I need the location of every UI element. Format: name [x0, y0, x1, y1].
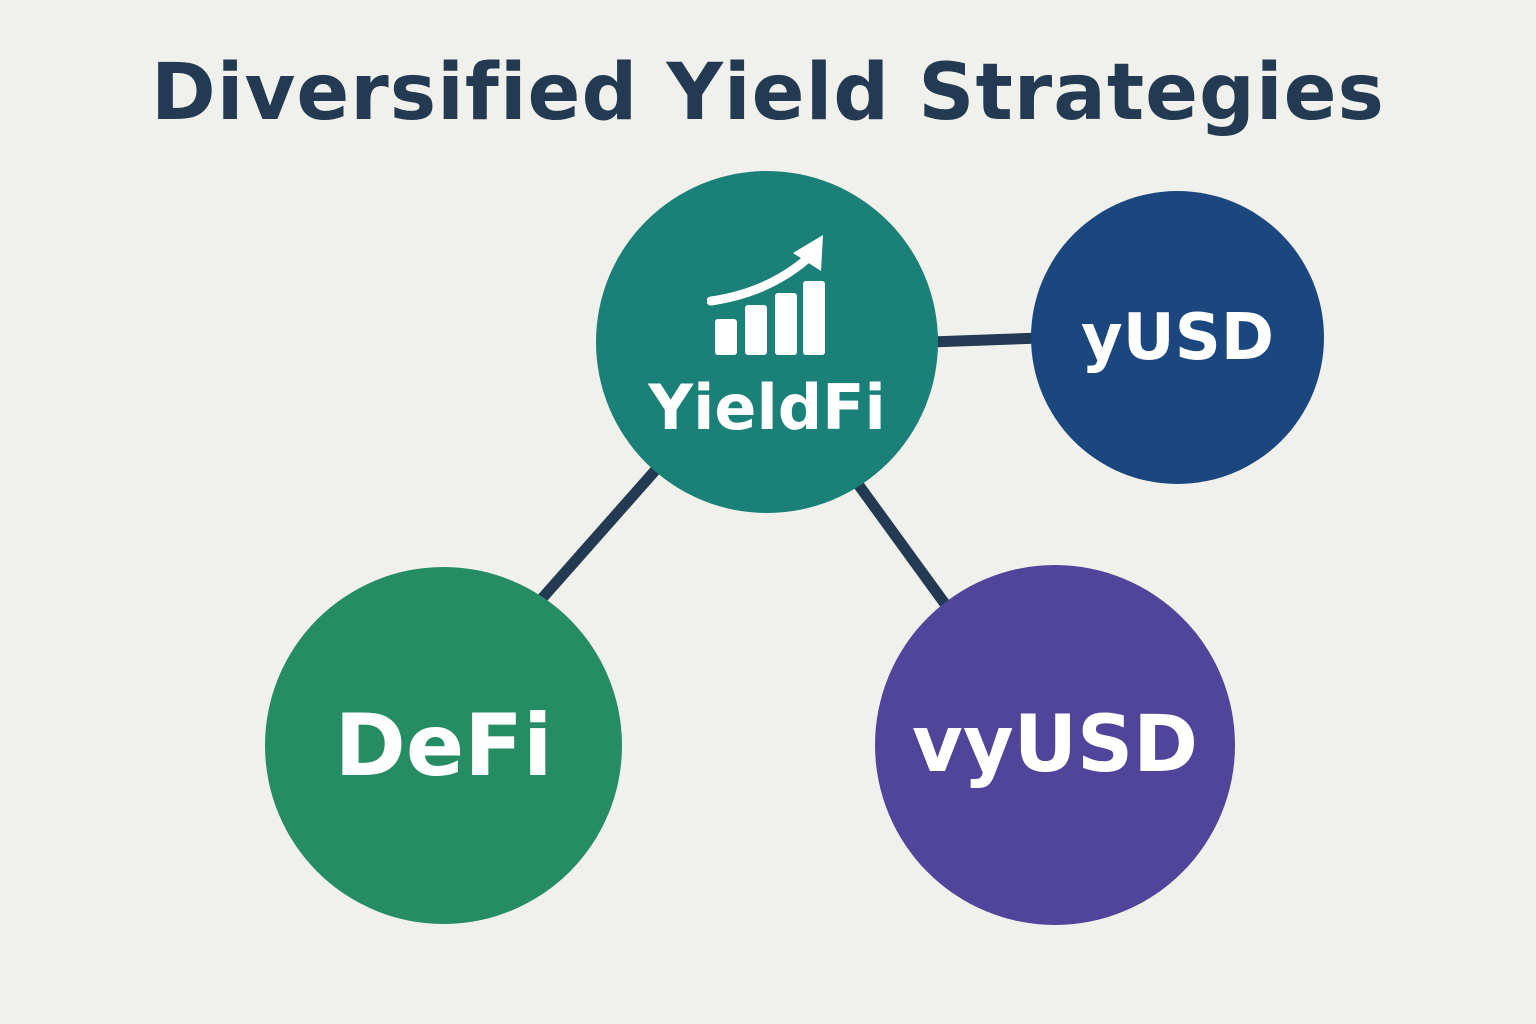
node-vyusd: vyUSD [875, 565, 1235, 925]
node-yusd-label: yUSD [1081, 300, 1274, 375]
connector-yieldfi-vyusd [850, 476, 953, 612]
growth-chart-icon [707, 234, 825, 355]
node-yieldfi-label: YieldFi [648, 370, 886, 444]
node-defi-label: DeFi [334, 695, 553, 796]
diagram-title: Diversified Yield Strategies [151, 48, 1385, 138]
node-vyusd-label: vyUSD [912, 700, 1198, 790]
node-yieldfi: YieldFi [596, 171, 938, 513]
connector-yieldfi-yusd [929, 332, 1041, 348]
node-defi: DeFi [265, 567, 622, 924]
node-yusd: yUSD [1031, 191, 1324, 484]
connector-yieldfi-defi [533, 461, 665, 607]
